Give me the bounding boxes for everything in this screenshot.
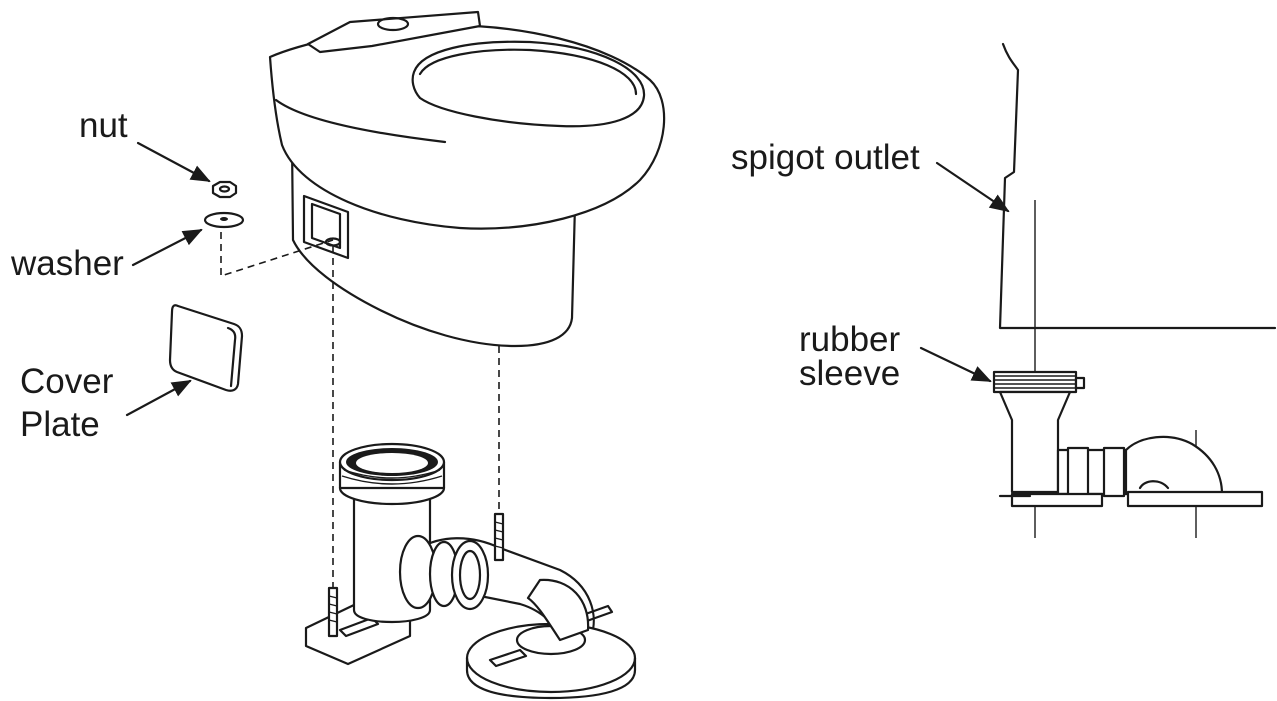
- section-view: [992, 42, 1277, 538]
- label-rubber-sleeve-line1: rubber: [799, 320, 901, 359]
- nut-leader: [136, 141, 211, 183]
- outlet-fitting-assembly: [304, 442, 637, 700]
- label-washer: washer: [11, 244, 124, 283]
- label-cover-plate-line2: Plate: [20, 405, 100, 444]
- toilet-bowl: [268, 10, 666, 348]
- washer-part: [203, 211, 245, 229]
- washer-leader: [131, 228, 203, 267]
- label-rubber-sleeve-line2: sleeve: [799, 354, 901, 393]
- spigot-outlet-leader: [935, 161, 1010, 213]
- rubber-sleeve-leader: [919, 346, 992, 383]
- alignment-guides: [220, 232, 500, 590]
- cover-plate-part: [168, 304, 244, 392]
- label-spigot-outlet: spigot outlet: [731, 138, 920, 177]
- label-cover-plate-line1: Cover: [20, 362, 114, 401]
- label-nut: nut: [79, 106, 128, 145]
- nut-part: [211, 180, 238, 199]
- cover-plate-leader: [125, 379, 192, 417]
